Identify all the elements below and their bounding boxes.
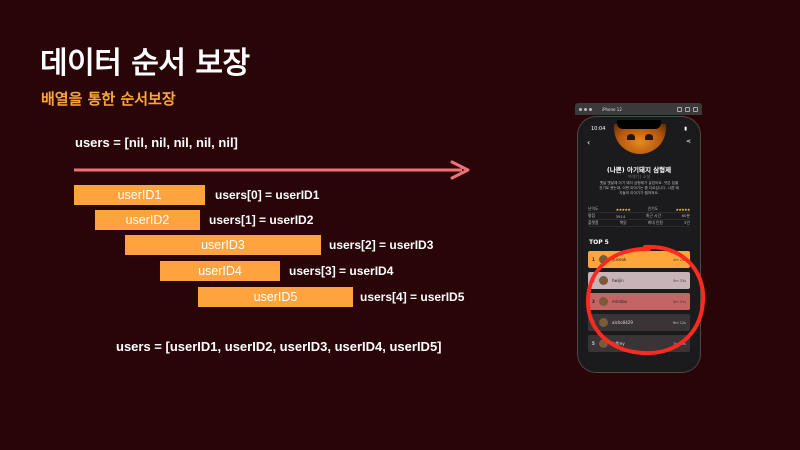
phone-notch [617,120,661,129]
simulator-titlebar[interactable]: iPhone 12 [575,103,702,115]
assignment-label-user5: users[4] = userID5 [360,290,465,304]
timeline-arrow-icon [74,160,470,180]
chevron-left-icon[interactable]: ‹ [587,138,591,147]
close-dot-icon[interactable] [579,107,582,111]
screenshot-icon[interactable] [685,106,690,112]
stat-label: 최근 시간 [645,213,662,218]
assignment-label-user2: users[1] = userID2 [209,213,314,227]
simulator-title: iPhone 12 [602,106,622,112]
battery-icon: ▮ [684,126,687,132]
rank-name: mindoo [612,299,627,304]
rank-name: jeffrey [612,341,625,346]
avatar [599,255,608,264]
avatar [599,339,608,348]
rank-name: alcho0429 [612,320,633,325]
book-subtitle: 이야기 | 소설 [627,174,651,179]
stat-value: 3인 [684,220,690,225]
timeline-bar-user4: userID4 [160,261,280,281]
assignment-label-user3: users[2] = userID3 [329,238,434,252]
stat-label: 난이도 [588,206,599,211]
highlight-circle-icon [585,244,706,356]
rank-score: 6m 12s [672,320,686,325]
zoom-dot-icon[interactable] [589,107,592,111]
iphone-simulator: 10:04 ▮ ‹ ⋖ (나쁜) 아기돼지 삼형제 이야기 | 소설 옛날 옛날… [578,117,700,372]
slide-title: 데이터 순서 보장 [40,46,250,81]
stats-row: 플랫폼 책읽 최대 인원 3인 [588,220,690,227]
rotate-icon[interactable] [693,106,698,112]
share-icon[interactable]: ⋖ [685,138,691,145]
ranking-list: 1 yuseok 4m 26s 2 hwijin 5m 33s 3 mindoo… [588,251,690,356]
stat-label: 최대 인원 [647,220,663,225]
rank-score: 5m 33s [672,278,686,283]
stat-label: 평점 [588,213,595,218]
rank-name: yuseok [612,257,627,262]
final-array-code: users = [userID1, userID2, userID3, user… [116,339,442,354]
rank-number: 5 [592,341,595,346]
slide-subtitle: 배열을 통한 순서보장 [41,90,176,108]
rank-score: 4m 26s [672,257,686,262]
status-time: 10:04 [591,126,606,132]
stat-value: 3914 [615,213,626,219]
avatar [599,276,608,285]
book-description: 옛날 옛날에 아기 돼지 삼형제가 살았어요. 셋은 집을 짓기로 했는데, 이… [599,181,679,195]
rank-number: 1 [592,257,595,262]
timeline-bar-user1: userID1 [74,185,205,205]
stat-value: 60분 [681,213,690,218]
stat-label: 플랫폼 [588,220,599,225]
stat-value: 책읽 [619,220,627,225]
stat-label: 인기도 [647,206,659,211]
stats-row: 평점 3914 최근 시간 60분 [588,213,690,220]
assignment-label-user4: users[3] = userID4 [289,264,394,278]
timeline-bar-user2: userID2 [95,210,200,230]
home-icon[interactable] [677,106,682,112]
timeline-bar-user5: userID5 [198,287,353,307]
stat-value: ★★★★★ [675,206,690,212]
initial-array-code: users = [nil, nil, nil, nil, nil] [75,135,238,150]
stats-table: 난이도 ★★★★★ 인기도 ★★★★★ 평점 3914 최근 시간 60분 플랫… [588,206,690,227]
stats-row: 난이도 ★★★★★ 인기도 ★★★★★ [588,206,690,213]
rank-name: hwijin [612,278,624,283]
assignment-label-user1: users[0] = userID1 [215,188,320,202]
rank-score: 5m 41s [672,299,686,304]
stat-value: ★★★★★ [615,206,631,212]
avatar [599,318,608,327]
timeline-bar-user3: userID3 [125,235,321,255]
top5-heading: TOP 5 [589,239,609,246]
book-title: (나쁜) 아기돼지 삼형제 [606,166,672,174]
rank-number: 3 [592,299,595,304]
minimize-dot-icon[interactable] [584,107,587,111]
status-bar: 10:04 ▮ [591,126,687,132]
app-screen: 10:04 ▮ ‹ ⋖ (나쁜) 아기돼지 삼형제 이야기 | 소설 옛날 옛날… [581,120,697,369]
avatar [599,297,608,306]
rank-item[interactable]: 3 mindoo 5m 41s [588,293,690,310]
